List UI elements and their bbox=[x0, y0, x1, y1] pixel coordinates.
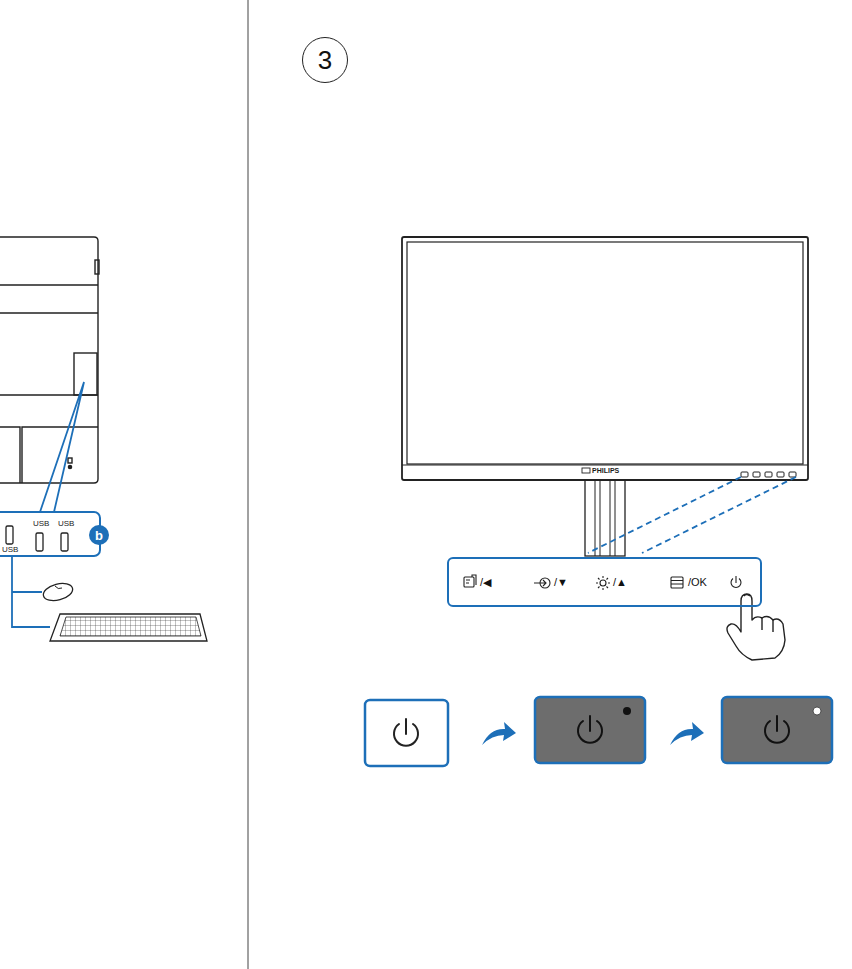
port-label: USB bbox=[2, 546, 18, 554]
step-number: 3 bbox=[318, 47, 332, 73]
button-label: /▼ bbox=[554, 577, 568, 588]
hand bbox=[727, 594, 785, 660]
step-number: 3 bbox=[302, 37, 348, 83]
brand-logo: PHILIPS bbox=[592, 467, 619, 474]
monitor-front bbox=[402, 237, 808, 556]
callout-letter: b bbox=[95, 529, 103, 542]
button-label: /▲ bbox=[613, 577, 627, 588]
callout-letter: b bbox=[89, 525, 109, 545]
keyboard bbox=[50, 614, 207, 641]
sequence-arrow bbox=[482, 722, 704, 745]
button-icon bbox=[464, 575, 741, 590]
leader-line bbox=[40, 382, 84, 512]
port-panel bbox=[0, 512, 100, 556]
power-button bbox=[365, 697, 832, 766]
callout-line bbox=[588, 477, 796, 553]
mouse bbox=[41, 580, 74, 603]
port-label: USB bbox=[58, 520, 74, 528]
monitor-back bbox=[0, 237, 99, 483]
button-label: /◀ bbox=[480, 577, 492, 588]
port-label: USB bbox=[33, 520, 49, 528]
button-panel: /◀ /▼ /▲ /OK bbox=[447, 557, 762, 607]
divider bbox=[248, 0, 249, 969]
button-label: /OK bbox=[688, 577, 707, 588]
